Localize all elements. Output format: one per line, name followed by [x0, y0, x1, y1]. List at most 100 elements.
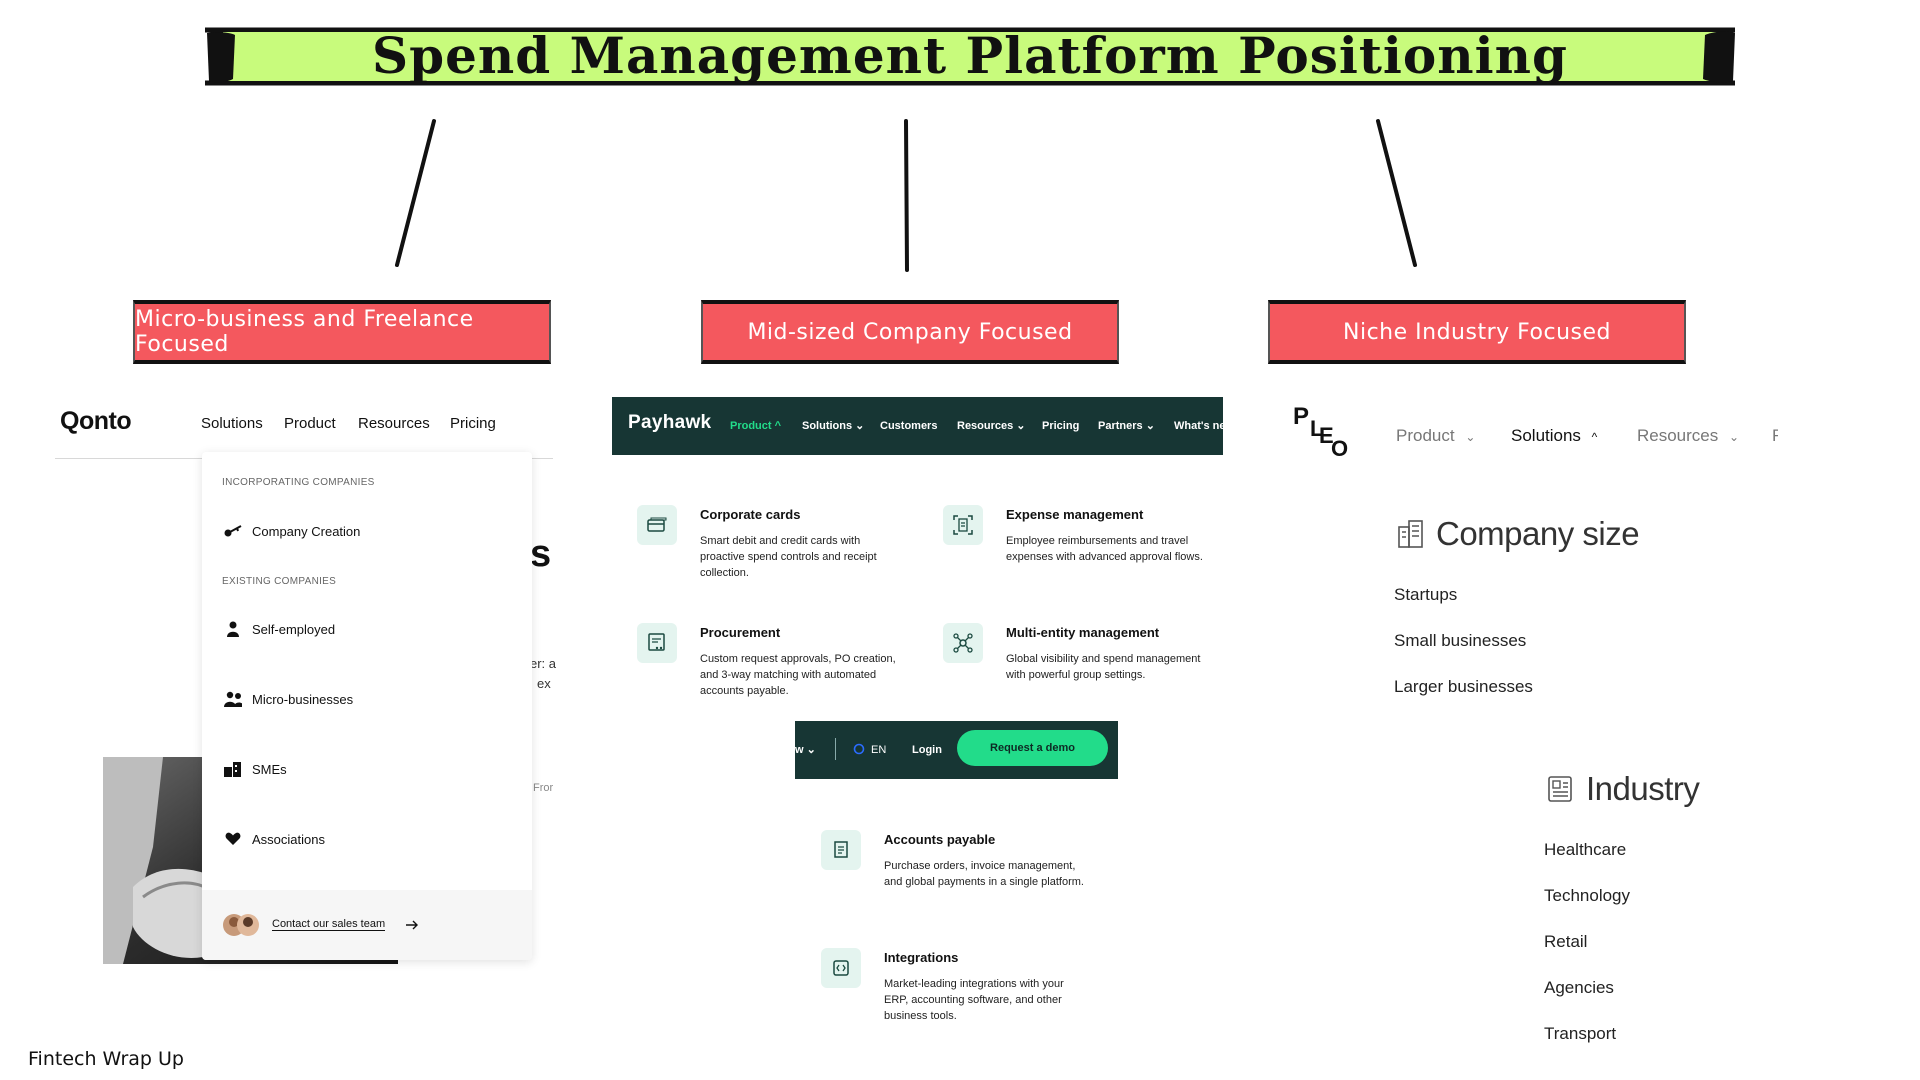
payhawk-nav-partners[interactable]: Partners ⌄ — [1098, 420, 1155, 432]
feature-description: Global visibility and spend management w… — [1006, 653, 1201, 681]
feature-title: Procurement — [700, 625, 781, 640]
category-micro-business: Micro-business and Freelance Focused — [133, 300, 551, 364]
feature-description: Purchase orders, invoice management, and… — [884, 860, 1084, 888]
cart-document-icon — [637, 623, 677, 663]
feature-description: Employee reimbursements and travel expen… — [1006, 535, 1203, 563]
menu-item-self-employed[interactable]: Self-employed — [224, 620, 335, 638]
sales-team-avatars — [223, 914, 259, 936]
payhawk-secondary-bar: w ⌄ EN Login Request a demo — [795, 721, 1118, 779]
chevron-down-icon: ⌄ — [1729, 430, 1740, 444]
feature-integrations[interactable]: Integrations Market-leading integrations… — [821, 948, 1091, 1038]
page-title: Spend Management Platform Positioning — [372, 26, 1568, 85]
menu-item-label: Self-employed — [252, 621, 336, 637]
category-niche-industry: Niche Industry Focused — [1268, 300, 1686, 364]
receipt-scan-icon — [943, 505, 983, 545]
payhawk-nav-partial[interactable]: w ⌄ — [795, 744, 816, 756]
menu-item-micro-businesses[interactable]: Micro-businesses — [224, 690, 353, 708]
qonto-solutions-dropdown: INCORPORATING COMPANIES Company Creation… — [202, 452, 532, 960]
invoice-icon — [821, 830, 861, 870]
qonto-partial-heading: s — [530, 533, 552, 575]
industry-transport[interactable]: Transport — [1544, 1024, 1617, 1043]
pleo-nav-solutions[interactable]: Solutions ^ — [1511, 426, 1597, 446]
company-size-larger[interactable]: Larger businesses — [1394, 677, 1533, 696]
network-icon — [943, 623, 983, 663]
globe-icon — [853, 743, 865, 755]
heading-text: Industry — [1586, 770, 1700, 807]
payhawk-logo[interactable]: Payhawk — [628, 412, 712, 433]
menu-item-smes[interactable]: SMEs — [224, 760, 287, 778]
pleo-logo-letter: E — [1319, 423, 1334, 448]
feature-description: Smart debit and credit cards with proact… — [700, 535, 877, 579]
category-label: Niche Industry Focused — [1343, 319, 1611, 345]
payhawk-nav-product[interactable]: Product ^ — [730, 420, 782, 432]
payhawk-nav-solutions[interactable]: Solutions ⌄ — [802, 420, 865, 432]
qonto-nav-resources[interactable]: Resources — [358, 415, 430, 432]
request-demo-button[interactable]: Request a demo — [957, 730, 1108, 766]
card-icon — [637, 505, 677, 545]
banner-background — [205, 27, 1735, 86]
qonto-partial-text: er: a — [530, 656, 557, 671]
people-icon — [224, 690, 242, 708]
industry-agencies[interactable]: Agencies — [1544, 978, 1614, 997]
company-size-small[interactable]: Small businesses — [1394, 631, 1527, 650]
pleo-logo[interactable]: P L E O — [1293, 403, 1353, 465]
feature-corporate-cards[interactable]: Corporate cards Smart debit and credit c… — [637, 505, 907, 595]
payhawk-nav-whats-new[interactable]: What's ne — [1174, 420, 1223, 432]
nav-label: Solutions — [1511, 426, 1581, 445]
industry-retail[interactable]: Retail — [1544, 932, 1588, 951]
industry-technology[interactable]: Technology — [1544, 886, 1631, 905]
pleo-nav-resources[interactable]: Resources ⌄ — [1637, 426, 1739, 446]
company-size-heading: Company size — [1396, 515, 1640, 553]
category-label: Mid-sized Company Focused — [747, 319, 1073, 345]
pleo-nav-product[interactable]: Product ⌄ — [1396, 426, 1475, 446]
qonto-partial-text: Fror — [533, 782, 554, 794]
category-label: Micro-business and Freelance Focused — [135, 307, 474, 357]
feature-accounts-payable[interactable]: Accounts payable Purchase orders, invoic… — [821, 830, 1091, 920]
contact-sales-row[interactable]: Contact our sales team — [202, 890, 532, 960]
section-label: EXISTING COMPANIES — [222, 576, 337, 587]
key-icon — [224, 522, 242, 540]
payhawk-navbar: Payhawk Product ^ Solutions ⌄ Customers … — [612, 397, 1223, 455]
language-selector[interactable]: EN — [871, 744, 887, 756]
heart-icon — [224, 830, 242, 848]
pleo-logo-letter: P — [1293, 403, 1310, 430]
menu-item-label: Company Creation — [252, 523, 361, 539]
payhawk-nav-resources[interactable]: Resources ⌄ — [957, 420, 1026, 432]
footer-credit: Fintech Wrap Up — [28, 1048, 184, 1070]
payhawk-nav-customers[interactable]: Customers — [880, 420, 938, 432]
nav-label: Product — [1396, 426, 1455, 445]
payhawk-nav-pricing[interactable]: Pricing — [1042, 420, 1080, 432]
industry-document-icon — [1548, 776, 1572, 802]
feature-title: Accounts payable — [884, 832, 996, 847]
building-icon — [224, 760, 242, 778]
menu-item-label: Associations — [252, 831, 325, 847]
feature-title: Integrations — [884, 950, 959, 965]
feature-title: Multi-entity management — [1006, 625, 1160, 640]
company-size-startups[interactable]: Startups — [1394, 585, 1458, 604]
menu-item-associations[interactable]: Associations — [224, 830, 325, 848]
qonto-logo[interactable]: Qonto — [60, 407, 132, 435]
section-label: INCORPORATING COMPANIES — [222, 477, 375, 488]
login-link[interactable]: Login — [912, 744, 942, 756]
feature-description: Market-leading integrations with your ER… — [884, 978, 1064, 1022]
feature-expense-management[interactable]: Expense management Employee reimbursemen… — [943, 505, 1213, 595]
contact-sales-link[interactable]: Contact our sales team — [272, 918, 386, 931]
integration-icon — [821, 948, 861, 988]
feature-title: Expense management — [1006, 507, 1144, 522]
divider — [835, 738, 836, 760]
connector-lines — [395, 119, 1417, 272]
pleo-nav-partial[interactable]: F — [1772, 426, 1778, 445]
feature-multi-entity[interactable]: Multi-entity management Global visibilit… — [943, 623, 1213, 713]
qonto-nav-solutions[interactable]: Solutions — [201, 415, 263, 432]
industry-heading: Industry — [1546, 770, 1700, 808]
industry-healthcare[interactable]: Healthcare — [1544, 840, 1627, 859]
feature-procurement[interactable]: Procurement Custom request approvals, PO… — [637, 623, 907, 713]
menu-item-label: Micro-businesses — [252, 691, 354, 707]
menu-item-company-creation[interactable]: Company Creation — [224, 522, 360, 540]
pleo-logo-letter: O — [1331, 436, 1349, 461]
qonto-nav-product[interactable]: Product — [284, 415, 336, 432]
pleo-logo-letter: L — [1310, 416, 1324, 441]
chevron-down-icon: ⌄ — [1465, 430, 1476, 444]
qonto-nav-pricing[interactable]: Pricing — [450, 415, 496, 432]
arrow-right-icon — [406, 920, 418, 930]
